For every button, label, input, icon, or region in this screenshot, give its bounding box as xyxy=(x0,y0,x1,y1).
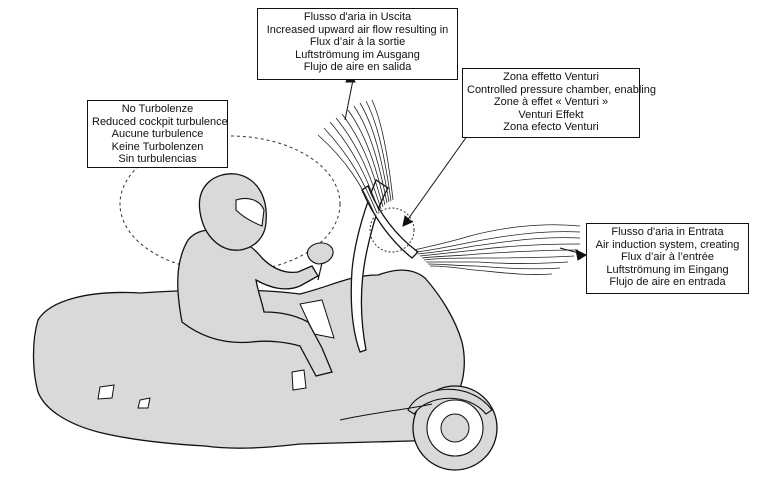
label-line: Flusso d'aria in Entrata xyxy=(611,226,724,238)
venturi-zone-marker xyxy=(369,207,415,253)
label-line: Flujo de aire en salida xyxy=(303,61,412,74)
label-line: Venturi Effekt xyxy=(518,108,584,121)
label-line: Flux d’air à la sortie xyxy=(309,36,406,49)
label-line: Reduced cockpit turbulence xyxy=(92,115,228,128)
outlet-airflow-lines xyxy=(317,99,394,216)
leader-outlet xyxy=(344,79,354,121)
label-line: Flusso d'aria in Uscita xyxy=(303,11,412,23)
label-line: Controlled pressure chamber, enabling xyxy=(467,83,656,96)
venturi-zone-label: Zona effetto Venturi Controlled pressure… xyxy=(462,68,656,138)
label-line: Flujo de aire en entrada xyxy=(609,276,726,289)
inlet-flow-label: Flusso d'aria in Entrata Air induction s… xyxy=(586,223,749,294)
rider-silhouette xyxy=(177,229,333,377)
mirror-stem xyxy=(317,262,323,281)
outlet-flow-label: Flusso d'aria in Uscita Increased upward… xyxy=(257,8,458,80)
no-turbulence-label: No Turbolenze Reduced cockpit turbulence… xyxy=(87,100,228,168)
label-line: Keine Turbolenzen xyxy=(111,140,204,153)
arrow-inlet xyxy=(575,249,588,261)
label-line: Luftströmung im Ausgang xyxy=(295,48,420,61)
windscreen xyxy=(350,179,389,353)
label-line: Aucune turbulence xyxy=(111,128,204,141)
rear-vent xyxy=(97,384,115,400)
lower-fairing-line xyxy=(339,403,433,421)
side-vent xyxy=(291,369,307,391)
label-line: Air induction system, creating xyxy=(595,238,740,251)
inlet-airflow-lines xyxy=(413,224,581,275)
turbulence-free-zone xyxy=(119,135,341,273)
brake-disc xyxy=(440,413,470,443)
footrest-cutout xyxy=(137,397,151,409)
label-line: Zona effetto Venturi xyxy=(503,71,599,83)
label-line: Luftströmung im Eingang xyxy=(606,263,729,276)
label-line: Zona efecto Venturi xyxy=(503,121,599,134)
helmet xyxy=(198,173,267,251)
helmet-visor xyxy=(235,197,265,227)
label-line: Increased upward air flow resulting in xyxy=(266,23,449,36)
label-line: Zone à effet « Venturi » xyxy=(493,96,609,109)
leader-venturi xyxy=(405,131,471,223)
label-line: No Turbolenze xyxy=(121,103,194,115)
mirror xyxy=(306,242,334,265)
label-line: Sin turbulencias xyxy=(118,153,197,166)
front-mudguard xyxy=(407,388,493,415)
arrow-venturi xyxy=(402,215,413,227)
label-line: Flux d’air à l’entrée xyxy=(621,251,714,264)
